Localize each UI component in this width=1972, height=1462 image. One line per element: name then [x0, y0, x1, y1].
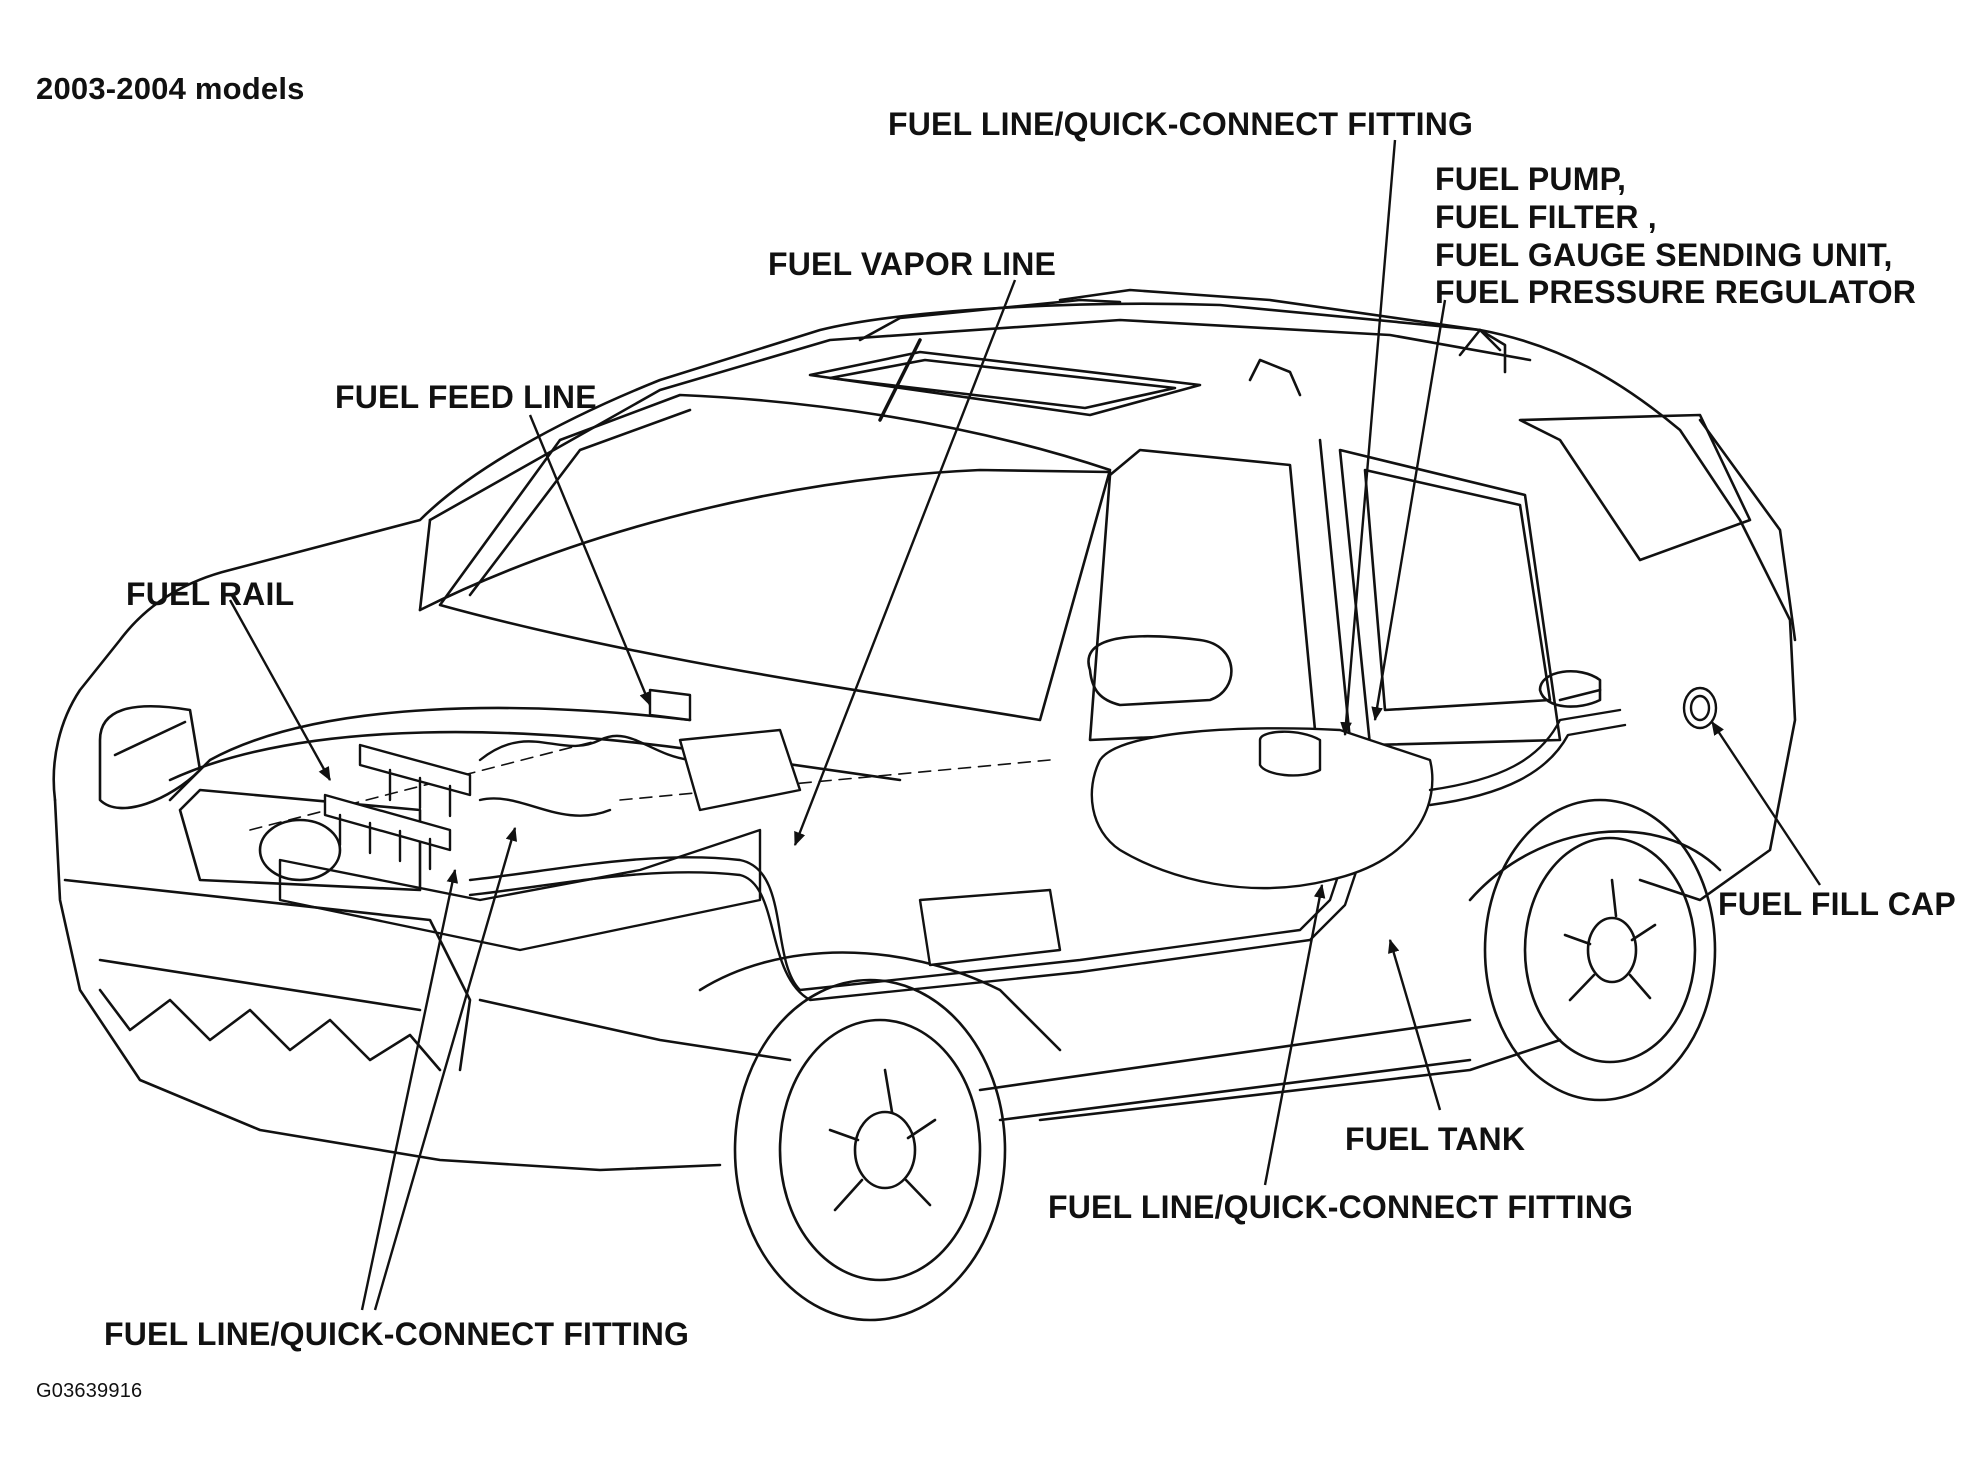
diagram-title: 2003-2004 models: [36, 71, 305, 106]
vehicle-outline: [52, 288, 1797, 1322]
label-fuel-line-qc-mid: FUEL LINE/QUICK-CONNECT FITTING: [1048, 1189, 1634, 1225]
label-fuel-gauge-sending-unit: FUEL GAUGE SENDING UNIT,: [1435, 237, 1893, 273]
leader-fuel-fill-cap: [1710, 721, 1822, 886]
callout-leaders: [228, 139, 1822, 1311]
label-fuel-vapor-line: FUEL VAPOR LINE: [768, 246, 1057, 282]
label-fuel-pump: FUEL PUMP,: [1435, 161, 1627, 197]
leader-fuel-tank: [1388, 938, 1442, 1111]
label-fuel-line-qc-top: FUEL LINE/QUICK-CONNECT FITTING: [888, 106, 1474, 142]
leader-fuel-line-qc-top: [1340, 139, 1397, 737]
leader-fuel-feed-line: [528, 414, 652, 707]
leader-fuel-vapor-line: [793, 279, 1017, 847]
leader-fuel-line-qc-mid: [1263, 883, 1326, 1186]
leader-fuel-rail: [228, 599, 332, 782]
label-fuel-pressure-regulator: FUEL PRESSURE REGULATOR: [1435, 274, 1917, 310]
label-fuel-filter: FUEL FILTER ,: [1435, 199, 1657, 235]
figure-code: G03639916: [36, 1380, 143, 1402]
label-fuel-rail: FUEL RAIL: [126, 576, 295, 612]
label-fuel-feed-line: FUEL FEED LINE: [335, 379, 597, 415]
leader-fuel-line-qc-bottom-a: [360, 868, 459, 1311]
label-fuel-line-qc-bottom: FUEL LINE/QUICK-CONNECT FITTING: [104, 1316, 690, 1352]
leader-fuel-line-qc-bottom-b: [373, 826, 518, 1311]
leader-fuel-pump-group: [1371, 299, 1447, 722]
fuel-system-components: [278, 686, 1718, 1002]
label-fuel-fill-cap: FUEL FILL CAP: [1718, 886, 1956, 922]
label-fuel-tank: FUEL TANK: [1345, 1121, 1526, 1157]
